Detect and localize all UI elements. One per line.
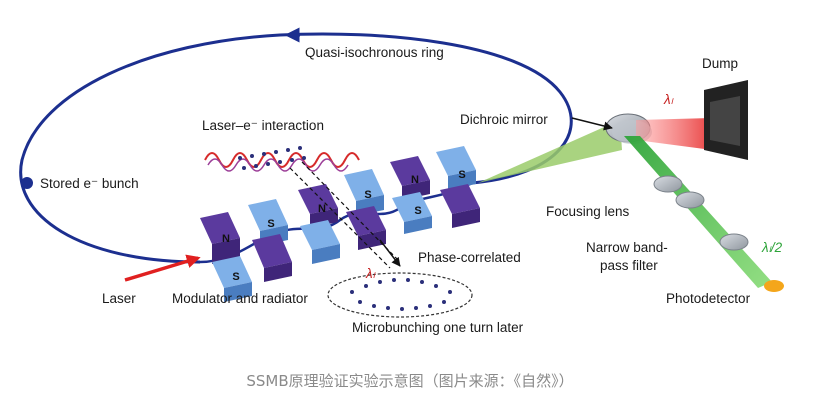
- label-lambda-half: λₗ/2: [761, 240, 783, 255]
- label-photodetector: Photodetector: [666, 291, 751, 306]
- label-focusing-lens: Focusing lens: [546, 204, 630, 219]
- microbunching-ellipse: [327, 272, 473, 318]
- phase-correlation-dash: [289, 161, 401, 269]
- label-lambda-l-mid: λₗ: [365, 266, 376, 281]
- phase-correlation-arrow: [379, 239, 401, 267]
- label-laser-e-interaction: Laser–e⁻ interaction: [202, 118, 324, 133]
- undulator-magnets: N S S N S N: [200, 146, 480, 302]
- label-dump: Dump: [702, 56, 738, 71]
- magnet-letter-s: S: [414, 205, 421, 217]
- magnet-letter-s: S: [267, 218, 274, 230]
- magnet-letter-s: S: [458, 169, 465, 181]
- label-stored-bunch: Stored e⁻ bunch: [40, 176, 139, 191]
- magnet-letter-n: N: [411, 174, 419, 186]
- green-radiation-cone: [478, 120, 622, 183]
- label-microbunching: Microbunching one turn later: [352, 320, 524, 335]
- label-dichroic-mirror: Dichroic mirror: [460, 112, 548, 127]
- band-pass-filter: [719, 233, 749, 251]
- laser-wave: [204, 152, 360, 172]
- ssmb-schematic: N S S N S N: [19, 27, 784, 335]
- magnet-letter-s: S: [232, 271, 239, 283]
- laser-input-arrow: [124, 254, 201, 282]
- red-beam: [636, 118, 712, 150]
- label-quasi-isochronous-ring: Quasi-isochronous ring: [305, 45, 444, 60]
- stored-bunch-dot: [21, 177, 33, 189]
- magnet-letter-n: N: [318, 203, 326, 215]
- label-lambda-l-top: λₗ: [663, 92, 674, 107]
- figure-caption: SSMB原理验证实验示意图（图片来源：《自然》）: [246, 372, 574, 390]
- focusing-lens: [653, 175, 705, 209]
- laser-e-interaction-grid: [238, 146, 306, 170]
- label-pass-filter: pass filter: [600, 258, 658, 273]
- magnet-letter-n: N: [222, 233, 230, 245]
- beam-dump: [704, 80, 748, 160]
- photodetector: [764, 280, 784, 292]
- storage-ring: [19, 32, 573, 264]
- dichroic-pointer: [571, 117, 613, 131]
- label-laser: Laser: [102, 291, 136, 306]
- label-phase-correlated: Phase-correlated: [418, 250, 521, 265]
- label-narrow-band: Narrow band-: [586, 240, 668, 255]
- magnet-letter-s: S: [364, 189, 371, 201]
- label-modulator-radiator: Modulator and radiator: [172, 291, 308, 306]
